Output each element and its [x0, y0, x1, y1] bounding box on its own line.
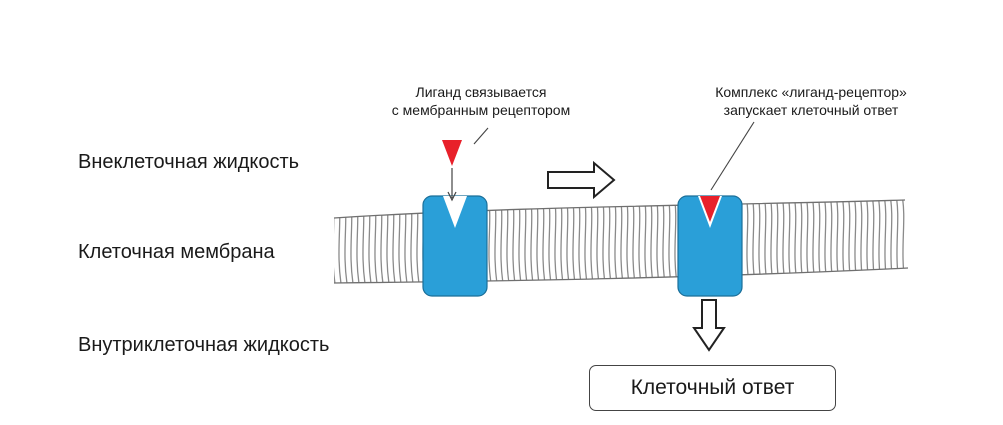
cell-membrane: [333, 199, 909, 284]
extracellular-label: Внеклеточная жидкость: [78, 151, 300, 173]
complex-annotation-line2: запускает клеточный ответ: [723, 102, 899, 118]
binding-annotation-line1: Лиганд связывается: [415, 84, 547, 100]
binding-annotation: Лиганд связывается с мембранным рецептор…: [366, 83, 596, 119]
complex-annotation: Комплекс «лиганд-рецептор» запускает кле…: [684, 83, 938, 119]
receptor-binding-site-left: [443, 196, 467, 228]
binding-annotation-line2: с мембранным рецептором: [391, 102, 571, 118]
free-ligand: [442, 140, 462, 166]
membrane-label: Клеточная мембрана: [78, 241, 275, 263]
receptor-unbound: [422, 195, 488, 297]
binding-leader-line: [473, 127, 489, 145]
response-arrow: [692, 299, 726, 352]
receptor-bound: [677, 195, 743, 297]
intracellular-label: Внутриклеточная жидкость: [78, 334, 330, 356]
complex-leader-line: [710, 121, 755, 191]
cell-response-label: Клеточный ответ: [630, 376, 795, 399]
binding-arrow: [447, 168, 457, 202]
transition-arrow: [547, 160, 616, 200]
bound-ligand: [700, 196, 720, 222]
complex-annotation-line1: Комплекс «лиганд-рецептор»: [715, 84, 907, 100]
cell-response-box: Клеточный ответ: [589, 365, 836, 411]
